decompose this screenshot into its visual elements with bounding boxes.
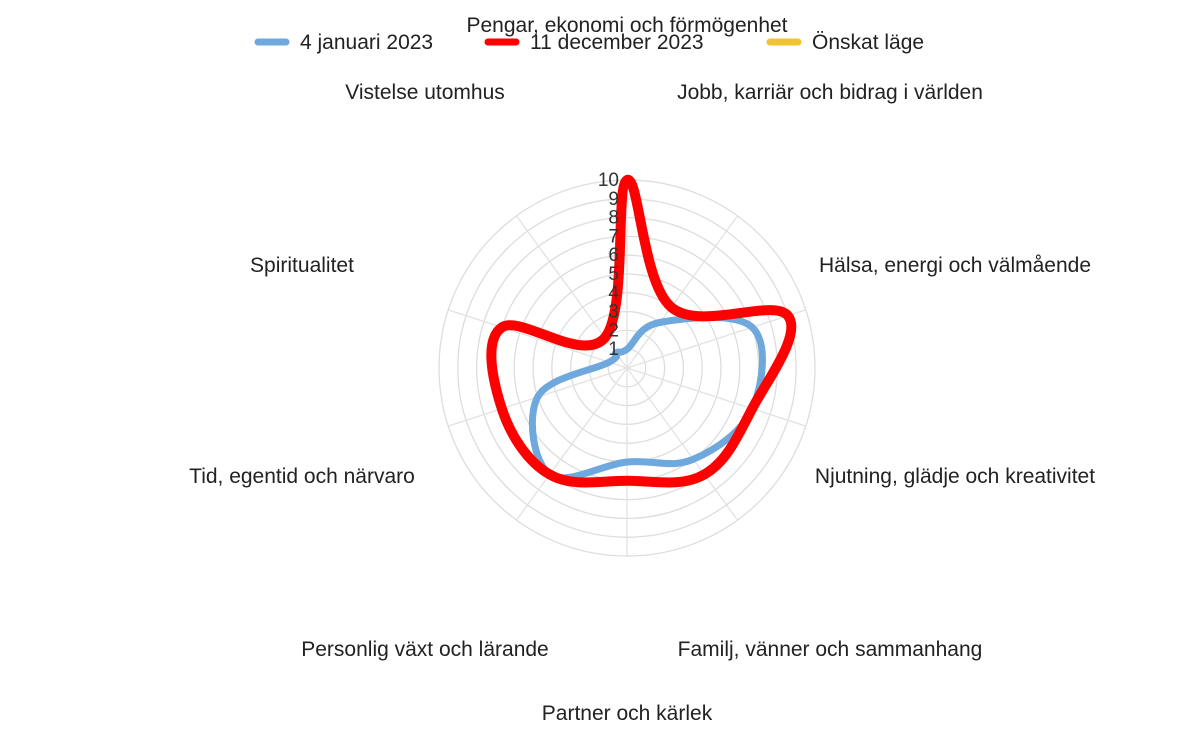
series-line-2 <box>486 174 797 488</box>
category-label: Njutning, glädje och kreativitet <box>815 465 1095 488</box>
grid-spoke <box>447 309 628 369</box>
grid-spoke <box>515 215 628 369</box>
category-label: Spiritualitet <box>250 254 354 277</box>
category-label: Familj, vänner och sammanhang <box>678 638 983 661</box>
grid-spoke <box>515 367 628 521</box>
category-label: Tid, egentid och närvaro <box>189 465 415 488</box>
category-label: Personlig växt och lärande <box>301 638 548 661</box>
series-line-1 <box>528 314 766 482</box>
r-tick-label: 10 <box>598 170 619 191</box>
r-tick-label: 7 <box>608 226 619 247</box>
r-tick-label: 8 <box>608 208 619 229</box>
series-layer <box>486 174 797 488</box>
r-tick-label: 9 <box>608 189 619 210</box>
category-label: Hälsa, energi och välmående <box>819 254 1091 277</box>
r-tick-label: 3 <box>608 302 619 323</box>
category-label: Vistelse utomhus <box>345 81 505 104</box>
category-label: Jobb, karriär och bidrag i världen <box>677 81 983 104</box>
legend-label: 4 januari 2023 <box>300 31 433 54</box>
legend: 4 januari 2023 11 december 2023 Önskat läg… <box>254 31 924 54</box>
grid-spoke <box>626 367 807 427</box>
r-tick-label: 2 <box>608 320 619 341</box>
grid-spoke <box>626 367 739 521</box>
r-tick-label: 6 <box>608 245 619 266</box>
grid-spoke <box>626 309 807 369</box>
grid-spoke <box>626 215 739 369</box>
legend-label: Önskat läge <box>812 31 924 54</box>
category-label: Partner och kärlek <box>542 702 713 725</box>
r-tick-label: 4 <box>608 283 619 304</box>
category-label: Pengar, ekonomi och förmögenhet <box>466 14 787 37</box>
r-tick-label: 5 <box>608 264 619 285</box>
r-tick-label: 1 <box>608 339 619 360</box>
legend-label: 11 december 2023 <box>530 31 704 54</box>
